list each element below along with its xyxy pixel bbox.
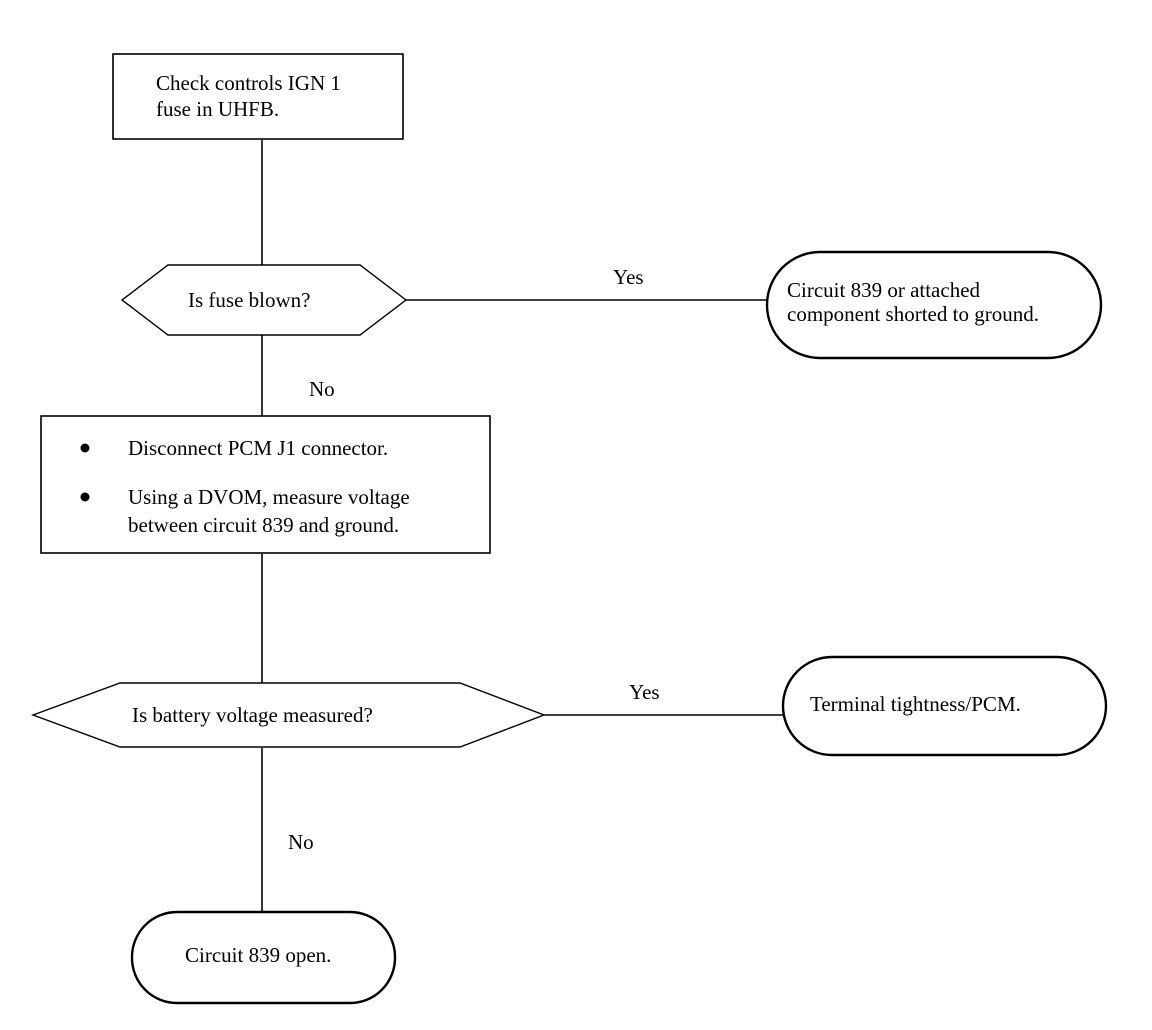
- terminal-circuit-open: Circuit 839 open.: [130, 910, 397, 1005]
- node-check-fuse: Check controls IGN 1 fuse in UHFB.: [112, 53, 404, 140]
- terminal-tightness-pcm: Terminal tightness/PCM.: [781, 655, 1108, 757]
- node-check-fuse-line-2: fuse in UHFB.: [156, 97, 279, 121]
- decision-battery-voltage: Is battery voltage measured?: [30, 682, 546, 748]
- decision-fuse-blown-text: Is fuse blown?: [188, 288, 310, 312]
- bullet-disconnect: [80, 443, 90, 453]
- edge-label-voltage-yes: Yes: [629, 680, 660, 704]
- edge-label-fuse-yes: Yes: [613, 265, 644, 289]
- decision-battery-voltage-text: Is battery voltage measured?: [132, 703, 373, 727]
- edge-label-voltage-no: No: [288, 830, 314, 854]
- terminal-circuit-open-text: Circuit 839 open.: [185, 943, 331, 967]
- bullet-measure: [80, 492, 90, 502]
- terminal-shorted-line-2: component shorted to ground.: [787, 302, 1039, 326]
- node-measure-step-line-1: Using a DVOM, measure voltage: [128, 485, 410, 509]
- edge-label-fuse-no: No: [309, 377, 335, 401]
- terminal-tightness-text: Terminal tightness/PCM.: [810, 692, 1021, 716]
- node-disconnect-measure: Disconnect PCM J1 connector. Using a DVO…: [40, 415, 491, 554]
- node-disconnect-step-1: Disconnect PCM J1 connector.: [128, 436, 388, 460]
- terminal-shorted-to-ground: Circuit 839 or attached component shorte…: [765, 250, 1103, 360]
- node-check-fuse-line-1: Check controls IGN 1: [156, 71, 341, 95]
- terminal-shorted-line-1: Circuit 839 or attached: [787, 278, 981, 302]
- decision-fuse-blown: Is fuse blown?: [120, 264, 408, 336]
- node-measure-step-line-2: between circuit 839 and ground.: [128, 513, 399, 537]
